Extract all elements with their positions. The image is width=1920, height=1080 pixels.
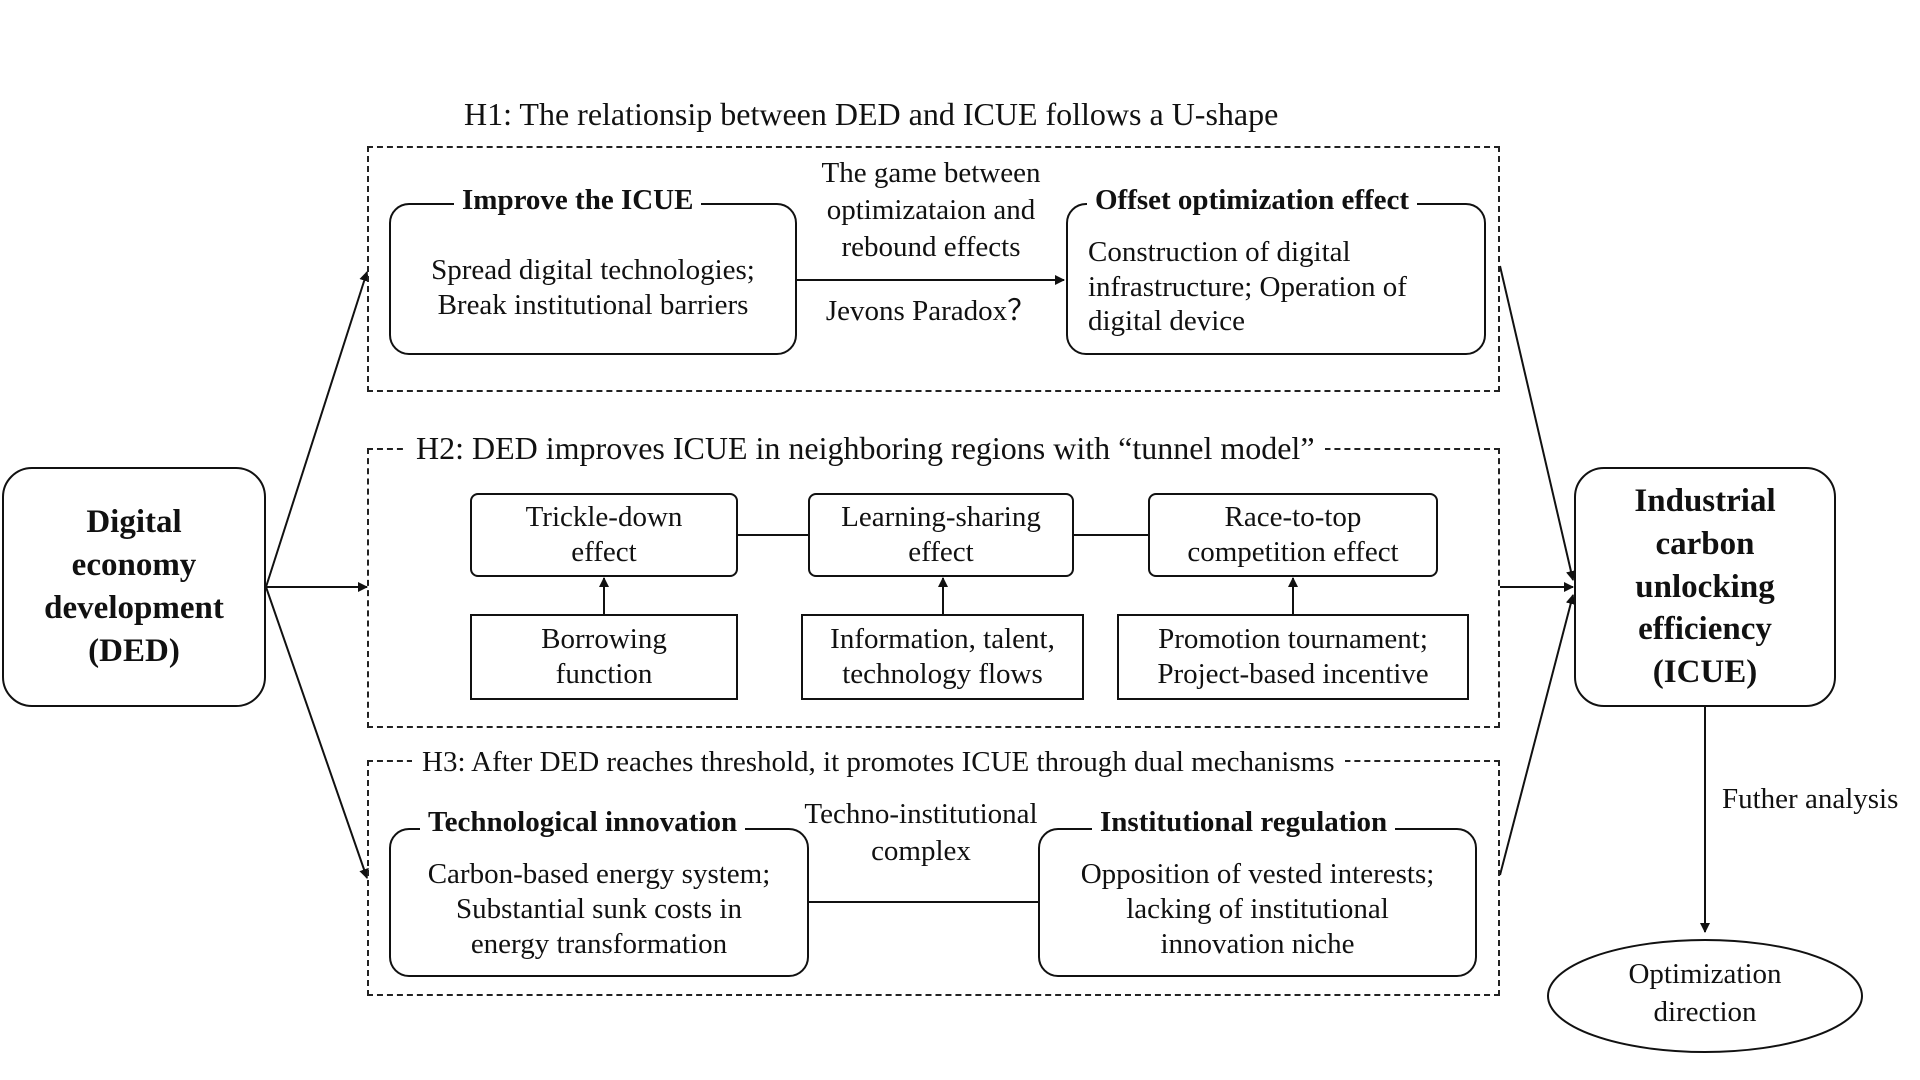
h3-right-box: Opposition of vested interests; lacking … bbox=[1038, 828, 1477, 977]
h2-effect-3-line-2: competition effect bbox=[1187, 536, 1399, 568]
h2-mechanism-flows: Information, talent, technology flows bbox=[801, 614, 1084, 700]
h3-left-line-3: energy transformation bbox=[470, 927, 728, 960]
h1-right-line-3: digital device bbox=[1088, 305, 1246, 338]
optimization-ellipse bbox=[1547, 939, 1863, 1053]
arrow-ded-to-h1 bbox=[265, 271, 370, 588]
h3-right-line-3: innovation niche bbox=[1160, 927, 1355, 960]
h1-middle-line-3: rebound effects bbox=[841, 230, 1021, 263]
h2-effect-3-line-1: Race-to-top bbox=[1224, 501, 1362, 534]
ded-line-2: economy bbox=[71, 547, 197, 584]
icue-line-3: unlocking bbox=[1635, 568, 1775, 605]
icue-line-1: Industrial bbox=[1634, 482, 1776, 519]
h1-left-line-2: Break institutional barriers bbox=[437, 289, 749, 321]
h2-mech-1-line-1: Borrowing bbox=[541, 623, 667, 656]
optimization-direction-text: Optimization direction bbox=[1560, 956, 1850, 1031]
h1-left-line-1: Spread digital technologies; bbox=[431, 254, 755, 287]
h3-right-line-2: lacking of institutional bbox=[1126, 893, 1389, 926]
h2-mechanism-borrowing: Borrowing function bbox=[470, 614, 738, 700]
h1-middle-line-2: optimizataion and bbox=[826, 193, 1036, 226]
h2-mech-2-line-1: Information, talent, bbox=[830, 623, 1055, 656]
h1-jevons-paradox: Jevons Paradox？ bbox=[825, 295, 1037, 327]
h3-right-title: Institutional regulation bbox=[1092, 806, 1396, 839]
h2-effect-1-line-1: Trickle-down bbox=[525, 501, 683, 534]
h1-right-box: Construction of digital infrastructure; … bbox=[1066, 203, 1486, 355]
arrow-h1-to-icue bbox=[1499, 265, 1576, 581]
arrow-ded-to-h3 bbox=[265, 586, 369, 879]
h2-mech-2-line-2: technology flows bbox=[842, 658, 1043, 690]
ded-line-1: Digital bbox=[86, 504, 182, 541]
h3-left-line-1: Carbon-based energy system; bbox=[427, 858, 771, 891]
h3-title: H3: After DED reaches threshold, it prom… bbox=[412, 746, 1345, 779]
h3-left-line-2: Substantial sunk costs in bbox=[456, 893, 742, 926]
h3-middle-line-2: complex bbox=[871, 834, 971, 867]
optimization-line-2: direction bbox=[1653, 995, 1757, 1028]
optimization-line-1: Optimization bbox=[1628, 958, 1782, 990]
arrow-h3-to-icue bbox=[1499, 594, 1576, 876]
h2-effect-2-line-2: effect bbox=[908, 536, 974, 568]
further-analysis-label: Futher analysis bbox=[1722, 783, 1899, 815]
icue-line-5: (ICUE) bbox=[1652, 654, 1758, 691]
h1-left-box: Spread digital technologies; Break insti… bbox=[389, 203, 797, 355]
h1-right-line-2: infrastructure; Operation of bbox=[1088, 270, 1407, 303]
h1-frame bbox=[367, 146, 1500, 392]
h2-mechanism-promotion: Promotion tournament; Project-based ince… bbox=[1117, 614, 1469, 700]
h3-middle-text: Techno-institutional complex bbox=[788, 796, 1054, 870]
h3-left-title: Technological innovation bbox=[420, 806, 746, 839]
ded-line-4: (DED) bbox=[88, 632, 180, 669]
h1-title: H1: The relationsip between DED and ICUE… bbox=[454, 96, 1289, 133]
h3-right-line-1: Opposition of vested interests; bbox=[1080, 858, 1435, 891]
icue-line-4: efficiency bbox=[1638, 611, 1772, 648]
h1-middle-text: The game between optimizataion and rebou… bbox=[797, 155, 1065, 265]
ded-line-3: development bbox=[44, 590, 224, 626]
h1-right-title: Offset optimization effect bbox=[1087, 184, 1418, 217]
icue-line-2: carbon bbox=[1655, 525, 1755, 562]
h2-mech-3-line-2: Project-based incentive bbox=[1157, 658, 1429, 690]
h1-middle-line-1: The game between bbox=[821, 157, 1041, 189]
h2-effect-race-to-top: Race-to-top competition effect bbox=[1148, 493, 1438, 577]
h1-right-line-1: Construction of digital bbox=[1088, 235, 1351, 268]
h2-mech-1-line-2: function bbox=[555, 658, 653, 690]
ded-box: Digital economy development (DED) bbox=[2, 467, 266, 707]
h2-effect-trickle-down: Trickle-down effect bbox=[470, 493, 738, 577]
h2-effect-2-line-1: Learning-sharing bbox=[841, 501, 1041, 534]
h1-left-title: Improve the ICUE bbox=[454, 184, 702, 217]
h2-title: H2: DED improves ICUE in neighboring reg… bbox=[406, 430, 1325, 467]
h3-middle-line-1: Techno-institutional bbox=[804, 798, 1038, 830]
h3-left-box: Carbon-based energy system; Substantial … bbox=[389, 828, 809, 977]
h2-mech-3-line-1: Promotion tournament; bbox=[1158, 623, 1428, 656]
h2-effect-1-line-2: effect bbox=[571, 536, 637, 568]
icue-box: Industrial carbon unlocking efficiency (… bbox=[1574, 467, 1836, 707]
h2-effect-learning-sharing: Learning-sharing effect bbox=[808, 493, 1074, 577]
